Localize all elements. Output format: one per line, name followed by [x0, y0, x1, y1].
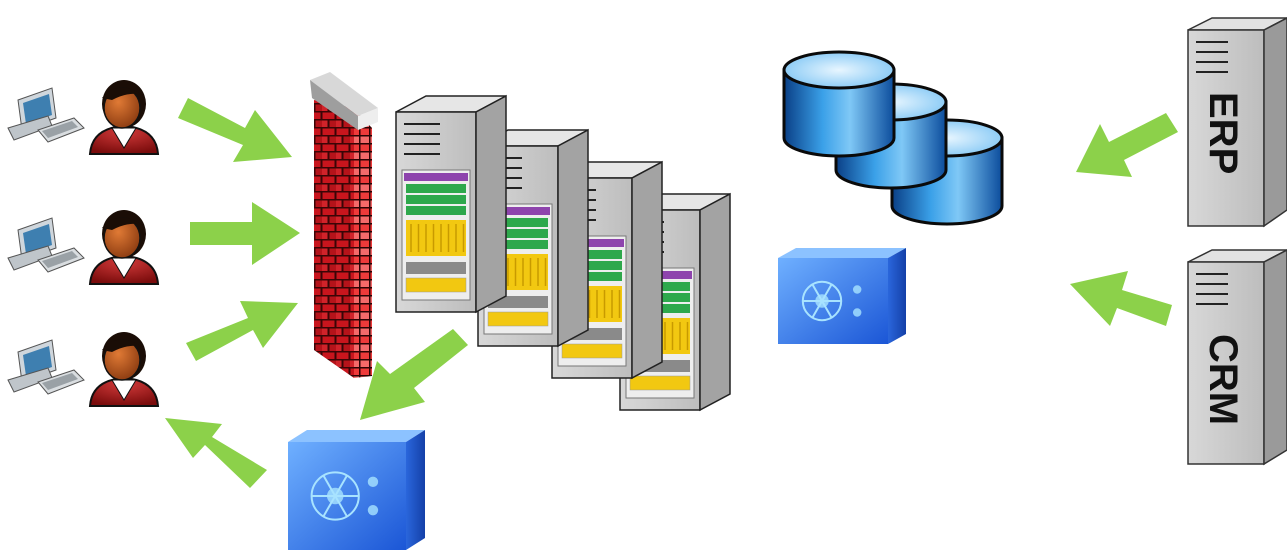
person-icon: [88, 210, 160, 285]
erp-label: ERP: [1201, 92, 1245, 174]
computer-icon: [7, 339, 85, 395]
brick-firewall-icon: [310, 72, 378, 378]
application-server-icon: [395, 94, 507, 314]
computer-user-icon: [7, 210, 160, 285]
safe-vault-icon: [288, 430, 425, 550]
crm-system: CRM: [1187, 249, 1287, 466]
arrows-right: [1070, 113, 1178, 326]
application-server-stack: [395, 94, 731, 412]
crm-label: CRM: [1201, 334, 1245, 425]
database-cylinder-icon: [782, 50, 896, 158]
arrow-user1-to-firewall: [178, 98, 292, 162]
computer-icon: [7, 87, 85, 143]
erp-system: ERP: [1187, 17, 1287, 228]
vault-group: [288, 248, 906, 550]
computer-user-icon: [7, 332, 160, 407]
user-group: [7, 80, 160, 407]
computer-user-icon: [7, 80, 160, 155]
database-group: [782, 50, 1004, 226]
safe-vault-icon: [778, 248, 906, 344]
arrow-user2-to-firewall: [190, 202, 300, 265]
person-icon: [88, 80, 160, 155]
arrows-left: [165, 98, 468, 488]
arrow-erp-to-databases: [1076, 113, 1178, 177]
arrow-vault-to-users: [165, 418, 267, 488]
arrow-user3-to-firewall: [186, 301, 298, 361]
arrow-servers-to-vault: [360, 329, 468, 420]
computer-icon: [7, 217, 85, 273]
arrow-crm-to-databases: [1070, 271, 1172, 326]
person-icon: [88, 332, 160, 407]
